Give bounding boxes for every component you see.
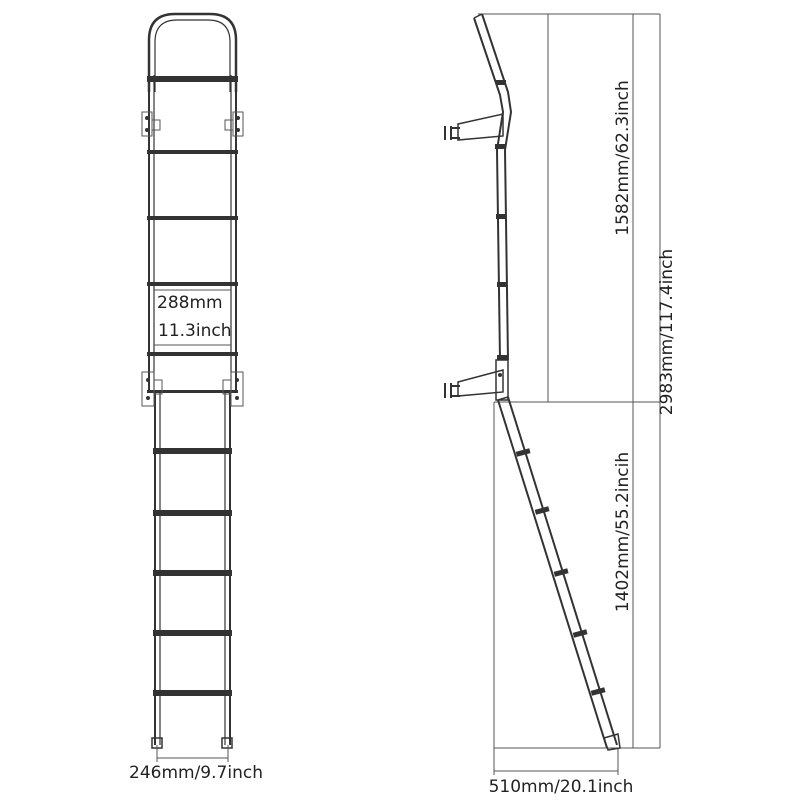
right-foot [221, 737, 233, 749]
upper-rails [148, 75, 237, 392]
upper-rungs [147, 76, 238, 393]
inner-width-label: 288mm [157, 293, 223, 313]
upper-brackets [141, 111, 244, 137]
top-hoop [147, 12, 238, 92]
bottom-width-label: 246mm/9.7inch [129, 763, 263, 783]
upper-height-label: 1582mm/62.3inch [613, 80, 633, 236]
rung [153, 690, 232, 696]
lower-brackets [141, 371, 244, 407]
inner-width-imperial-label: 11.3inch [158, 321, 231, 341]
side-upper-bracket [444, 113, 504, 141]
side-lower-section [497, 396, 621, 751]
lower-height-label: 1402mm/55.2incih [613, 452, 633, 612]
rung [153, 570, 232, 576]
side-view: 1582mm/62.3inch 2983mm/117.4inch 1402mm/… [444, 13, 677, 797]
rung [147, 76, 238, 82]
total-height-label: 2983mm/117.4inch [657, 249, 677, 415]
rung [147, 150, 238, 154]
bottom-width-dimension: 246mm/9.7inch [129, 745, 263, 783]
side-upper-section [473, 13, 513, 401]
rung [147, 390, 238, 393]
side-lower-bracket [444, 369, 504, 398]
base-depth-label: 510mm/20.1inch [489, 777, 634, 797]
lower-rungs [153, 448, 232, 696]
side-dimension-frame [478, 13, 661, 775]
rung [153, 510, 232, 516]
rung [147, 282, 238, 286]
rung [153, 630, 232, 636]
inner-width-dimension: 288mm 11.3inch [154, 289, 231, 346]
top-hoop-inner [154, 19, 231, 92]
rung [147, 216, 238, 220]
rung [153, 448, 232, 454]
rung [147, 352, 238, 356]
front-view: 288mm 11.3inch 246mm/9.7inch [129, 12, 263, 783]
